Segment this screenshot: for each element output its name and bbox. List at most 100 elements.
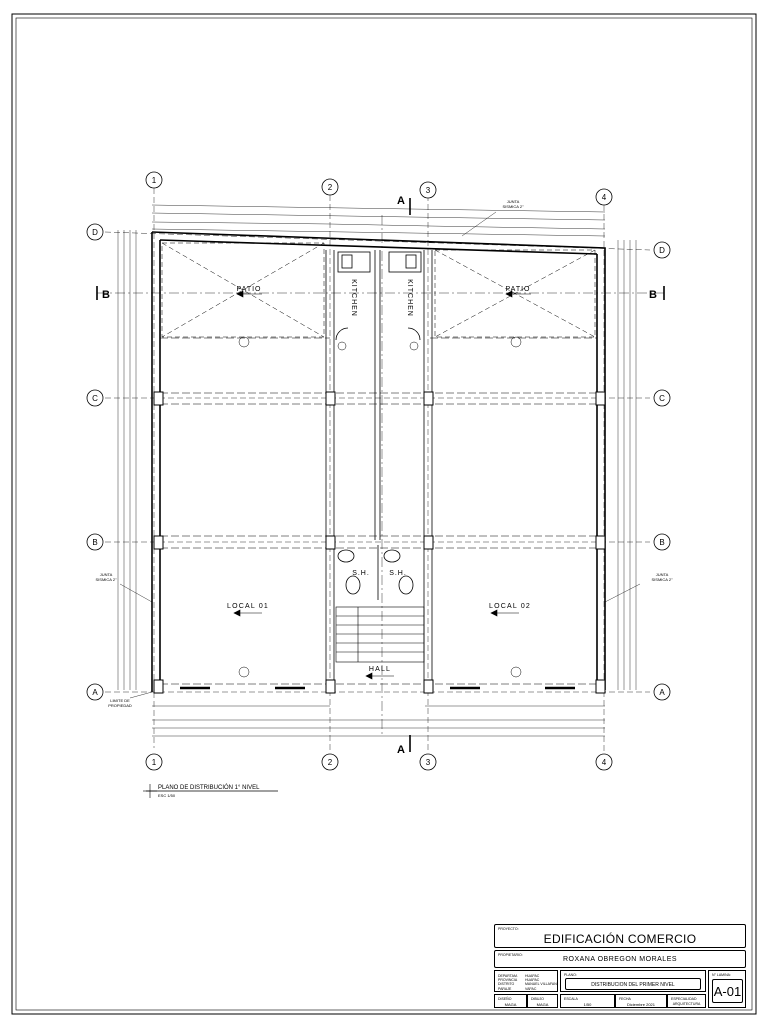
room-hall: HALL [369, 666, 391, 673]
room-kitchen-right: KITCHEN [406, 279, 413, 317]
location-box: DEPARTAM. PROVINCIA DISTRITO PARAJE HUAP… [494, 970, 558, 992]
room-labels: PATIO PATIO KITCHEN KITCHEN S.H. S.H. LO… [227, 279, 531, 673]
grid-label-right-d: D [659, 246, 665, 255]
room-patio-right: PATIO [506, 286, 531, 293]
room-local-2: LOCAL 02 [489, 603, 531, 610]
lamina-label: N° LAMINA: [712, 973, 731, 977]
section-b-right: B [649, 289, 657, 301]
project-box: PROYECTO: EDIFICACIÓN COMERCIO [494, 924, 746, 948]
room-sh-left: S.H. [352, 570, 370, 577]
section-a-bottom: A [397, 744, 405, 756]
dimension-lines-top [151, 204, 606, 237]
grid-label-right-c: C [659, 394, 665, 403]
diseno-box: DISEÑO MAGA [494, 994, 527, 1008]
project-label: PROYECTO: [498, 927, 519, 931]
grid-label-left-b: B [92, 538, 97, 547]
structural-columns[interactable] [153, 391, 606, 694]
interior-walls [325, 250, 433, 690]
outer-border [11, 13, 757, 1015]
inner-border [15, 17, 753, 1011]
dimension-lines-right [617, 240, 637, 690]
location-keys: DEPARTAM. PROVINCIA DISTRITO PARAJE [498, 974, 518, 991]
note-junta-left: JUNTA [100, 572, 113, 577]
escala-label: ESCALA [564, 997, 578, 1001]
note-junta-top-2: SISMICA 2" [503, 204, 525, 209]
room-local-1: LOCAL 01 [227, 603, 269, 610]
loc-val: VAPAC [525, 986, 537, 991]
level-indicators [233, 290, 531, 680]
plan-title: PLANO DE DISTRIBUCIÓN 1° NIVEL ESC 1/50 [158, 784, 260, 798]
title-block: PROYECTO: EDIFICACIÓN COMERCIO PROPIETAR… [494, 924, 748, 1008]
grid-label-top-3: 3 [426, 186, 431, 195]
stairs[interactable] [335, 606, 425, 663]
diseno-value: MAGA [504, 1002, 517, 1007]
patio-right [434, 249, 596, 338]
escala-value: 1/50 [583, 1002, 592, 1007]
grid-label-top-4: 4 [602, 193, 607, 202]
dibujo-box: DIBUJO MAGA [527, 994, 558, 1008]
plan-title-text: PLANO DE DISTRIBUCIÓN 1° NIVEL [158, 784, 260, 791]
grid-axes [104, 188, 651, 752]
grid-bubbles: 1 2 3 4 1 2 3 4 A B C D A B C D [86, 171, 671, 771]
especialidad-label: ESPECIALIDAD [671, 997, 697, 1001]
especialidad-value: ARQUITECTURA [672, 1002, 701, 1006]
sh-fixtures [337, 545, 414, 600]
beam-lines [160, 337, 597, 685]
level-markers [238, 336, 522, 678]
plano-label: PLANO: [564, 973, 577, 977]
note-junta-top: JUNTA [507, 199, 520, 204]
fecha-label: FECHA [619, 997, 631, 1001]
grid-label-top-1: 1 [152, 176, 157, 185]
dibujo-label: DIBUJO [531, 997, 544, 1001]
room-patio-left: PATIO [237, 286, 262, 293]
note-junta-right: JUNTA [656, 572, 669, 577]
grid-label-left-c: C [92, 394, 98, 403]
project-name: EDIFICACIÓN COMERCIO [543, 932, 697, 946]
section-a-top: A [397, 195, 405, 207]
fecha-box: FECHA Diciembre 2021 [615, 994, 667, 1008]
fecha-value: Diciembre 2021 [626, 1002, 655, 1007]
plan-drawing [96, 188, 665, 798]
lamina-inner: A-01 [712, 979, 743, 1003]
escala-box: ESCALA 1/50 [560, 994, 615, 1008]
section-b-left: B [102, 289, 110, 301]
dibujo-value: MAGA [536, 1002, 549, 1007]
plano-name: DISTRIBUCION DEL PRIMER NIVEL [591, 982, 675, 988]
plan-title-scale: ESC 1/50 [158, 793, 176, 798]
especialidad-box: ESPECIALIDAD ARQUITECTURA [667, 994, 706, 1008]
diseno-label: DISEÑO [498, 997, 512, 1001]
note-leaders [119, 211, 641, 699]
room-sh-right: S.H. [389, 570, 407, 577]
owner-name: ROXANA OBREGON MORALES [562, 956, 678, 963]
section-labels: A A B B [102, 195, 657, 756]
loc-key: PARAJE [498, 986, 512, 991]
grid-label-bottom-2: 2 [328, 758, 333, 767]
grid-label-left-d: D [92, 228, 98, 237]
grid-label-bottom-1: 1 [152, 758, 157, 767]
owner-label: PROPIETARIO: [498, 953, 523, 957]
dimension-lines-left [117, 230, 137, 690]
note-limite-2: PROPIEDAD [108, 703, 132, 708]
loc-key: DISTRITO [498, 982, 515, 987]
grid-label-left-a: A [92, 688, 98, 697]
grid-label-top-2: 2 [328, 183, 333, 192]
kitchen-fixtures [335, 251, 422, 341]
grid-label-right-a: A [659, 688, 665, 697]
drawing-notes: JUNTA SISMICA 2" JUNTA SISMICA 2" JUNTA … [96, 199, 674, 708]
plano-box: PLANO: DISTRIBUCION DEL PRIMER NIVEL [560, 970, 706, 992]
loc-val: MANUEL VILLAFAN [525, 982, 557, 987]
owner-box: PROPIETARIO: ROXANA OBREGON MORALES [494, 950, 746, 968]
sheet-number: A-01 [713, 984, 742, 999]
room-kitchen-left: KITCHEN [350, 279, 357, 317]
note-limite: LIMITE DE [110, 698, 130, 703]
loc-key: DEPARTAM. [498, 974, 518, 978]
exterior-walls [151, 231, 606, 692]
dimension-lines-bottom [152, 705, 605, 737]
note-junta-left-2: SISMICA 2" [96, 577, 118, 582]
loc-val: HUAPAC [525, 978, 540, 983]
grid-label-right-b: B [659, 538, 664, 547]
note-junta-right-2: SISMICA 2" [652, 577, 674, 582]
grid-label-bottom-3: 3 [426, 758, 431, 767]
